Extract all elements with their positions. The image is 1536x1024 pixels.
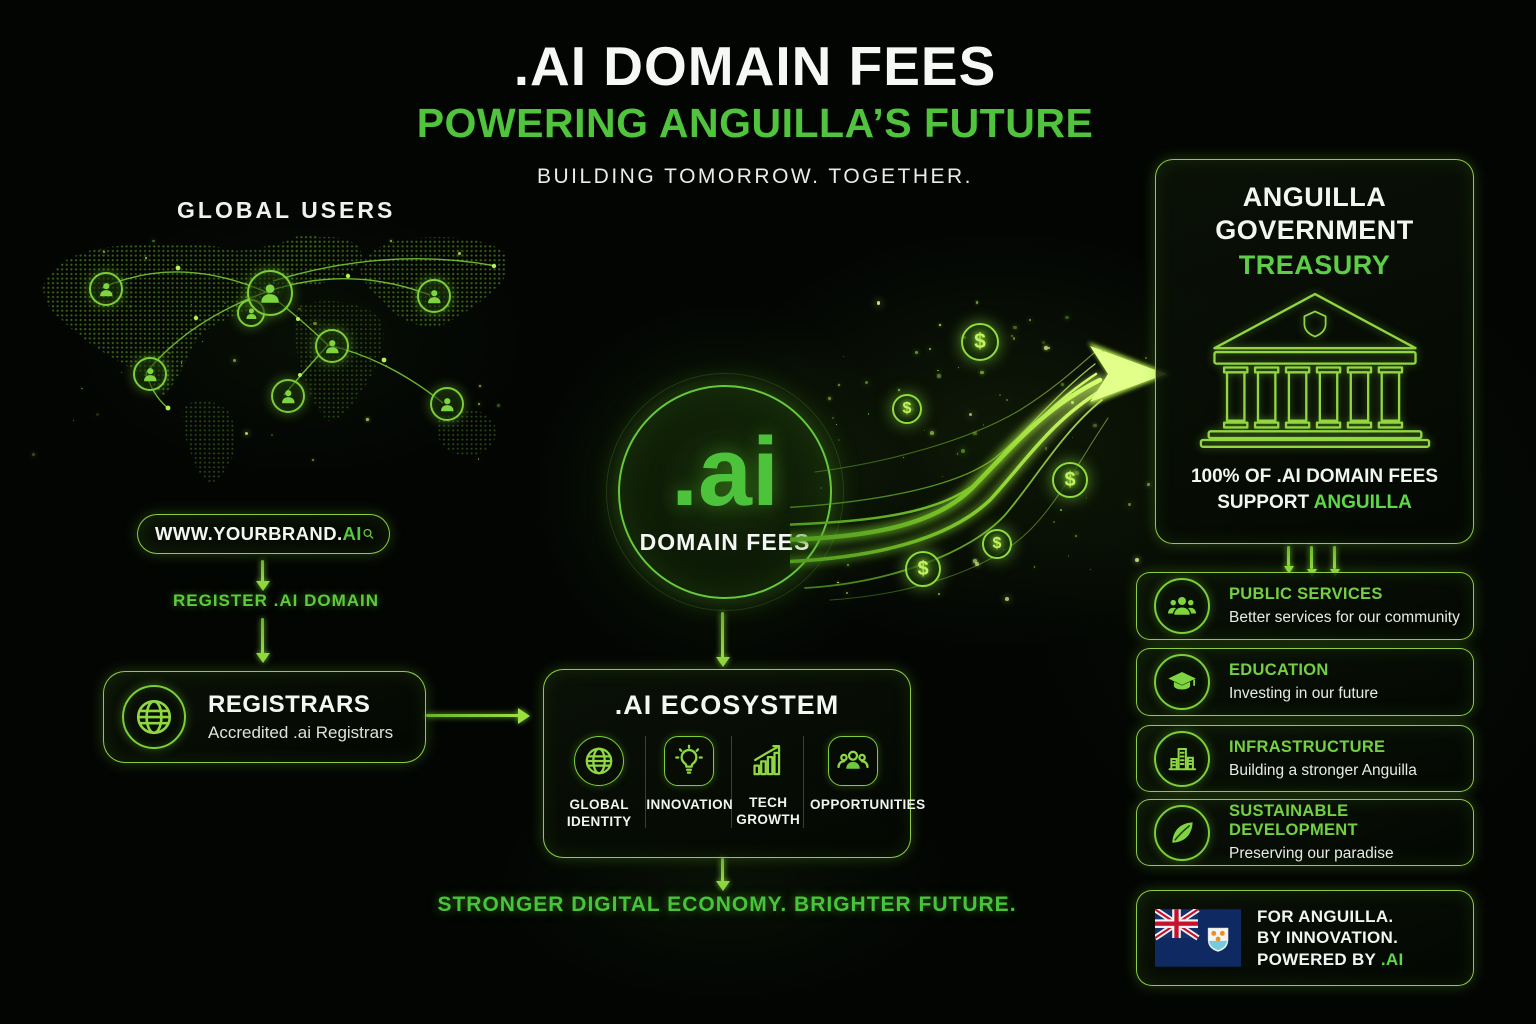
- flag-card-line1: FOR ANGUILLA.: [1257, 906, 1394, 926]
- down-arrow: [1287, 546, 1290, 566]
- registrars-title: REGISTRARS: [208, 691, 371, 718]
- global-users-label: GLOBAL USERS: [177, 197, 396, 223]
- dollar-symbol: $: [974, 330, 986, 353]
- user-icon: [315, 329, 349, 363]
- benefit-subtitle: Investing in our future: [1229, 685, 1379, 702]
- right-arrow: [426, 714, 520, 717]
- people-group-icon: [1154, 578, 1210, 634]
- benefit-subtitle: Building a stronger Anguilla: [1229, 761, 1417, 779]
- dollar-symbol: $: [1064, 468, 1076, 491]
- search-input[interactable]: WWW.YOURBRAND.AI: [155, 523, 362, 545]
- graduation-cap-icon: [1154, 654, 1210, 710]
- down-arrow: [721, 612, 724, 658]
- flag-card: FOR ANGUILLA. BY INNOVATION. POWERED BY …: [1136, 890, 1474, 986]
- registrars-box: REGISTRARS Accredited .ai Registrars: [103, 671, 426, 763]
- bank-icon: [1199, 288, 1431, 448]
- flag-card-line3: POWERED BY .AI: [1257, 949, 1404, 971]
- ecosystem-item-opportunities: OPPORTUNITIES: [804, 732, 926, 830]
- ecosystem-item-innovation: INNOVATION: [646, 732, 734, 830]
- benefit-card-infrastructure: INFRASTRUCTURE Building a stronger Angui…: [1136, 725, 1474, 792]
- benefit-subtitle: Preserving our paradise: [1229, 845, 1394, 862]
- flag-card-powered-by: POWERED BY: [1257, 949, 1376, 969]
- dollar-coin-icon: $: [1052, 462, 1088, 498]
- ai-tld-label: .ai: [671, 416, 779, 526]
- domain-fees-circle: .ai DOMAIN FEES: [606, 373, 844, 611]
- growth-chart-icon: [744, 736, 792, 784]
- ecosystem-item-label: INNOVATION: [646, 797, 734, 812]
- people-icon: [828, 736, 879, 786]
- leaf-icon: [1154, 804, 1210, 861]
- dollar-coin-icon: $: [961, 323, 999, 361]
- page-tagline: BUILDING TOMORROW. TOGETHER.: [537, 165, 973, 188]
- flag-card-ai: .AI: [1380, 949, 1404, 969]
- search-icon[interactable]: [362, 522, 375, 546]
- register-domain-label: REGISTER .AI DOMAIN: [173, 591, 380, 610]
- benefit-card-education: EDUCATION Investing in our future: [1136, 648, 1474, 716]
- page-title: .AI DOMAIN FEES: [513, 35, 997, 97]
- dollar-coin-icon: $: [982, 529, 1012, 559]
- ai-ecosystem-box: .AI ECOSYSTEM GLOBAL IDENTITY INNOVATION…: [543, 669, 926, 858]
- benefit-title: INFRASTRUCTURE: [1229, 737, 1386, 756]
- map-sparkles: [28, 226, 520, 488]
- economy-tagline: STRONGER DIGITAL ECONOMY. BRIGHTER FUTUR…: [437, 893, 1017, 916]
- world-map: [28, 226, 520, 488]
- benefit-title: SUSTAINABLE DEVELOPMENT: [1229, 802, 1358, 839]
- dollar-symbol: $: [917, 557, 929, 580]
- flag-card-line2: BY INNOVATION.: [1257, 928, 1399, 948]
- page-subtitle: POWERING ANGUILLA’S FUTURE: [416, 100, 1094, 146]
- user-icon: [133, 357, 167, 391]
- benefit-card-public-services: PUBLIC SERVICES Better services for our …: [1136, 572, 1474, 640]
- treasury-box: ANGUILLA GOVERNMENT TREASURY 100% O: [1155, 159, 1474, 544]
- dollar-symbol: $: [902, 400, 912, 417]
- anguilla-flag: [1155, 909, 1241, 967]
- treasury-title-line2: GOVERNMENT: [1215, 215, 1414, 245]
- treasury-note-anguilla: ANGUILLA: [1313, 492, 1412, 513]
- user-icon: [430, 387, 464, 421]
- dollar-coin-icon: $: [892, 394, 922, 424]
- dollar-coin-icon: $: [905, 551, 941, 587]
- benefit-card-sustainable-development: SUSTAINABLE DEVELOPMENT Preserving our p…: [1136, 799, 1474, 866]
- ecosystem-item-global-identity: GLOBAL IDENTITY: [552, 732, 647, 830]
- treasury-note-support: SUPPORT: [1217, 492, 1310, 513]
- user-icon: [417, 279, 451, 313]
- ecosystem-item-label: TECH GROWTH: [736, 795, 801, 827]
- flag-card-text: FOR ANGUILLA. BY INNOVATION. POWERED BY …: [1257, 906, 1404, 971]
- domain-fees-label: DOMAIN FEES: [639, 528, 811, 555]
- treasury-title-line3: TREASURY: [1238, 250, 1391, 280]
- down-arrow: [1333, 546, 1336, 569]
- search-value: WWW.YOURBRAND.: [155, 523, 343, 544]
- globe-icon: [574, 736, 625, 786]
- registrars-subtitle: Accredited .ai Registrars: [208, 723, 394, 742]
- lightbulb-icon: [664, 736, 715, 786]
- user-icon: [247, 270, 293, 316]
- dollar-symbol: $: [992, 535, 1002, 552]
- down-arrow: [261, 618, 264, 654]
- down-arrow: [1310, 546, 1313, 569]
- benefit-title: EDUCATION: [1229, 661, 1329, 679]
- user-icon: [89, 272, 123, 306]
- down-arrow: [261, 560, 264, 582]
- treasury-note-line2: SUPPORT ANGUILLA: [1156, 492, 1473, 514]
- ecosystem-title: .AI ECOSYSTEM: [614, 690, 840, 720]
- ecosystem-item-tech-growth: TECH GROWTH: [732, 732, 804, 830]
- treasury-note-line1: 100% OF .AI DOMAIN FEES: [1190, 466, 1439, 487]
- buildings-icon: [1154, 730, 1210, 787]
- ecosystem-item-label: GLOBAL IDENTITY: [566, 797, 632, 829]
- benefit-subtitle: Better services for our community: [1229, 609, 1460, 626]
- user-icon: [271, 379, 305, 413]
- ecosystem-item-label: OPPORTUNITIES: [810, 797, 926, 812]
- benefit-title: PUBLIC SERVICES: [1229, 585, 1383, 603]
- treasury-title-line1: ANGUILLA: [1242, 182, 1387, 212]
- search-value-tld: AI: [342, 523, 362, 544]
- arc-glow-dots: [165, 263, 497, 411]
- down-arrow: [721, 858, 724, 882]
- domain-search-bar[interactable]: WWW.YOURBRAND.AI: [137, 514, 390, 554]
- globe-icon: [122, 685, 186, 749]
